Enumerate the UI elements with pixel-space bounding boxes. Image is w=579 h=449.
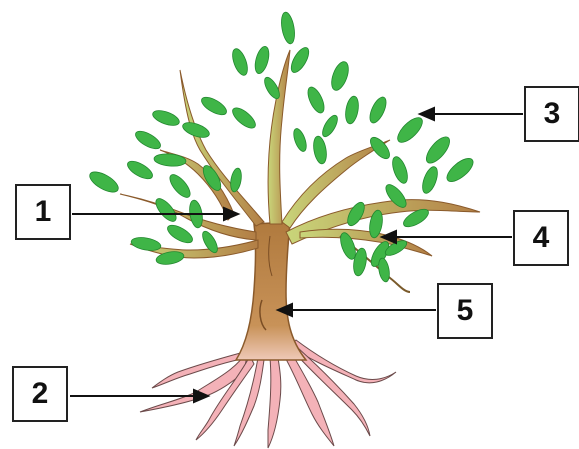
label-box-3: 3 [524, 86, 579, 142]
arrow-3-head [420, 108, 434, 120]
label-box-2: 2 [12, 366, 68, 422]
label-box-1: 1 [15, 184, 71, 240]
label-box-5: 5 [437, 283, 493, 339]
label-box-4: 4 [513, 210, 569, 266]
